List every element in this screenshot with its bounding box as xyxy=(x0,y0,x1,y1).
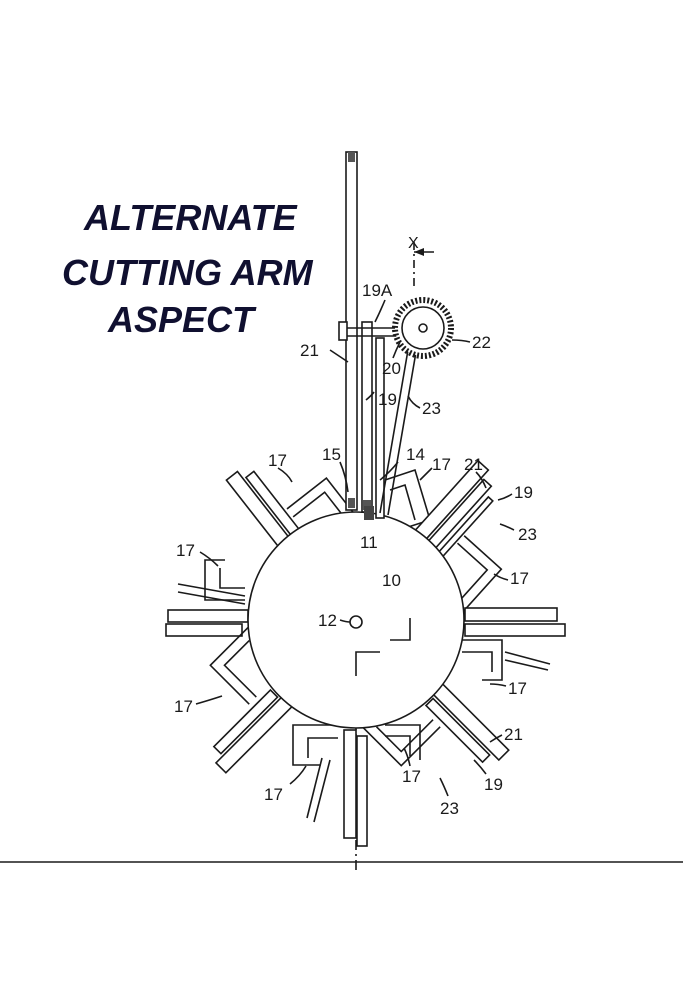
label-21-right: 21 xyxy=(464,455,483,474)
cutting-wheel-22 xyxy=(395,300,451,356)
label-17-left: 17 xyxy=(176,541,195,560)
label-19-top: 19 xyxy=(378,390,397,409)
label-17-top-left: 17 xyxy=(268,451,287,470)
drum-10 xyxy=(248,512,464,728)
label-20: 20 xyxy=(382,359,401,378)
label-19-right: 19 xyxy=(514,483,533,502)
label-23-bottom: 23 xyxy=(440,799,459,818)
label-22: 22 xyxy=(472,333,491,352)
label-17-top-center: 17 xyxy=(432,455,451,474)
label-23-top: 23 xyxy=(422,399,441,418)
vertical-arm xyxy=(339,152,400,520)
note-line-1: ALTERNATE xyxy=(83,197,298,238)
label-10: 10 xyxy=(382,571,401,590)
label-17-bottom-left: 17 xyxy=(174,697,193,716)
label-21-bottom-right: 21 xyxy=(504,725,523,744)
label-17-right: 17 xyxy=(510,569,529,588)
label-11: 11 xyxy=(360,533,378,552)
note-line-2: CUTTING ARM xyxy=(62,252,314,293)
arm-left xyxy=(166,560,248,636)
label-21-top: 21 xyxy=(300,341,319,360)
arm-bottom xyxy=(293,725,420,846)
label-23-right: 23 xyxy=(518,525,537,544)
label-14: 14 xyxy=(406,445,425,464)
pivot-11 xyxy=(364,506,374,520)
label-19a: 19A xyxy=(362,281,393,300)
label-17-bottom-center: 17 xyxy=(402,767,421,786)
label-17-bottom-right: 17 xyxy=(508,679,527,698)
label-12: 12 xyxy=(318,611,337,630)
label-19-bottom-right: 19 xyxy=(484,775,503,794)
handwritten-note: ALTERNATE CUTTING ARM ASPECT xyxy=(62,197,314,340)
label-15: 15 xyxy=(322,445,341,464)
arm-19 xyxy=(362,322,372,512)
label-17-bottom: 17 xyxy=(264,785,283,804)
label-x: X xyxy=(408,235,419,252)
note-line-3: ASPECT xyxy=(107,299,257,340)
arm-right xyxy=(462,608,565,680)
